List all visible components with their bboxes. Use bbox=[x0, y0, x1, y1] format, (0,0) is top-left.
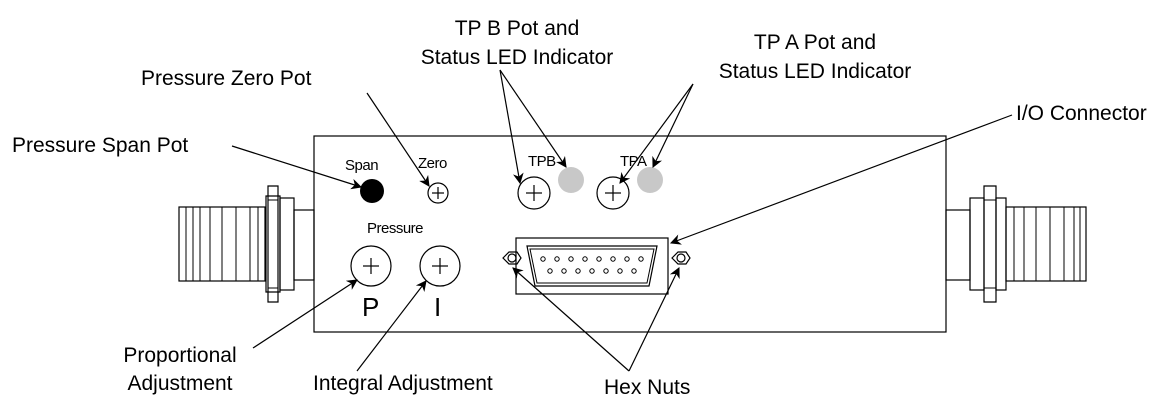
connector-pin bbox=[617, 268, 623, 274]
connector-pin bbox=[568, 256, 574, 262]
proportional-pot[interactable] bbox=[350, 245, 392, 287]
tpb-status-led bbox=[558, 167, 584, 193]
connector-pin bbox=[554, 256, 560, 262]
connector-pin bbox=[575, 268, 581, 274]
connector-pin bbox=[624, 256, 630, 262]
proportional-callout-line1: Proportional bbox=[123, 344, 236, 367]
hex-nuts-callout: Hex Nuts bbox=[604, 376, 690, 399]
connector-pin bbox=[589, 268, 595, 274]
hex-nut-left bbox=[502, 251, 522, 265]
pressure-label: Pressure bbox=[367, 220, 423, 237]
leader-lines bbox=[231, 69, 1013, 372]
left-fitting bbox=[178, 185, 315, 303]
pressure-span-callout: Pressure Span Pot bbox=[12, 134, 188, 157]
connector-pin bbox=[631, 268, 637, 274]
hex-nut-right bbox=[671, 251, 691, 265]
tpb-label: TPB bbox=[528, 153, 556, 170]
tpa-status-led bbox=[637, 167, 663, 193]
tpa-pot[interactable] bbox=[596, 176, 630, 210]
tpb-callout-line2: Status LED Indicator bbox=[421, 46, 614, 69]
io-connector[interactable] bbox=[515, 237, 669, 295]
p-label: P bbox=[362, 292, 379, 322]
tpa-label: TPA bbox=[620, 153, 647, 170]
connector-pin bbox=[596, 256, 602, 262]
span-pot[interactable] bbox=[360, 179, 384, 203]
io-connector-callout: I/O Connector bbox=[1016, 102, 1147, 125]
connector-pin bbox=[603, 268, 609, 274]
zero-pot[interactable] bbox=[427, 182, 449, 204]
connector-pin bbox=[561, 268, 567, 274]
connector-pin bbox=[540, 256, 546, 262]
connector-pin bbox=[547, 268, 553, 274]
right-fitting bbox=[945, 185, 1087, 303]
connector-pin bbox=[582, 256, 588, 262]
tpa-callout-line1: TP A Pot and bbox=[754, 31, 876, 54]
connector-pins bbox=[540, 256, 644, 274]
zero-label: Zero bbox=[418, 155, 447, 172]
connector-pin bbox=[610, 256, 616, 262]
tpb-callout-line1: TP B Pot and bbox=[455, 17, 580, 40]
tpa-callout-line2: Status LED Indicator bbox=[719, 60, 912, 83]
connector-pin bbox=[638, 256, 644, 262]
i-label: I bbox=[434, 292, 441, 322]
pressure-zero-callout: Pressure Zero Pot bbox=[141, 67, 312, 90]
tpb-pot[interactable] bbox=[517, 176, 551, 210]
integral-callout: Integral Adjustment bbox=[313, 372, 493, 395]
proportional-callout-line2: Adjustment bbox=[127, 372, 232, 395]
span-label: Span bbox=[345, 157, 378, 174]
module-body bbox=[313, 135, 947, 333]
integral-pot[interactable] bbox=[419, 245, 461, 287]
